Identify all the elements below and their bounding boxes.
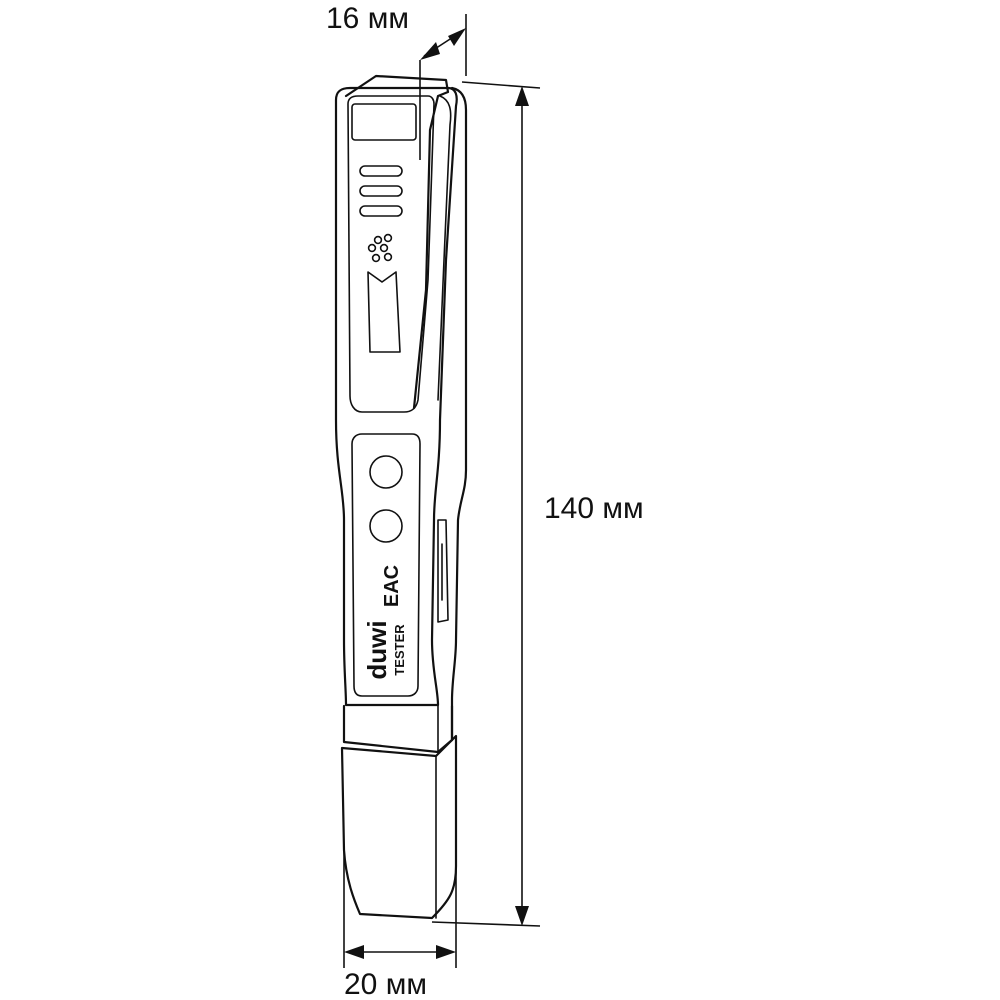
depth-arrow-left [420,42,440,60]
depth-dimension: 16 мм [326,2,467,160]
length-arrow-bottom [515,906,529,926]
buzzer-holes [367,233,393,263]
side-switch [437,519,449,623]
clip-inner [437,95,452,401]
probe-cap [340,734,458,920]
test-button-2 [369,509,403,543]
light-window [367,271,401,353]
body-outline [334,86,458,707]
width-arrow-right [436,945,456,959]
indicator-slot-1 [359,165,403,177]
indicator-slot-3 [359,205,403,217]
test-button-1 [369,455,403,489]
tester-body: EAC duwi TESTER [334,74,468,920]
length-dimension: 140 мм [431,81,644,927]
button-panel [351,433,421,697]
width-dimension: 20 мм [343,846,457,1000]
body-back-edge [450,86,468,742]
indicator-slot-2 [359,185,403,197]
display-window [351,103,417,141]
length-label: 140 мм [544,492,644,525]
front-panel [347,95,435,413]
width-arrow-left [344,945,364,959]
length-arrow-top [515,86,529,106]
depth-label: 16 мм [326,2,409,35]
eac-mark: EAC [381,565,403,607]
model-label: TESTER [392,624,407,676]
pocket-clip [344,74,450,410]
depth-arrow-right [448,28,466,46]
brand-logo: duwi [362,620,392,679]
body-collar [342,704,454,754]
width-label: 20 мм [344,968,427,1000]
